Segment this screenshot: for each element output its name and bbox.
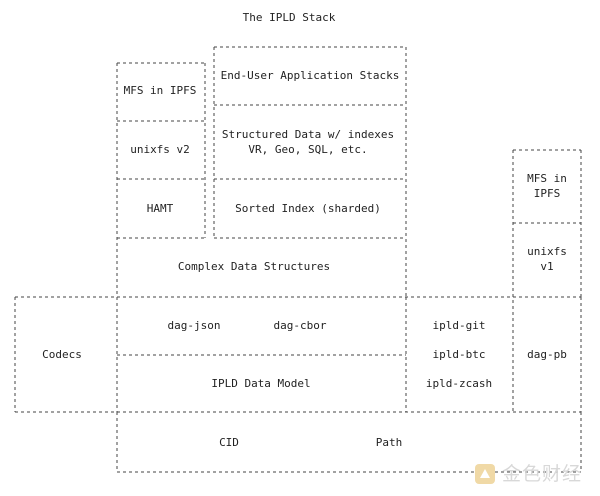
cid-label: CID [219, 436, 239, 449]
ipld-btc-label: ipld-btc [432, 348, 486, 361]
complex-data-structures-label: Complex Data Structures [177, 260, 331, 273]
mfs-in-ipfs-left-label: MFS in IPFS [123, 84, 197, 97]
codecs-label: Codecs [42, 348, 82, 361]
path-label: Path [375, 436, 403, 449]
mfs-in-ipfs-right-label-line1: MFS in [527, 172, 567, 185]
structured-data-label: Structured Data w/ indexes [221, 128, 395, 141]
watermark-logo-icon [475, 464, 495, 484]
structured-data-examples-label: VR, Geo, SQL, etc. [248, 143, 368, 156]
dag-json-label: dag-json [167, 319, 221, 332]
ipld-git-label: ipld-git [432, 319, 486, 332]
watermark-text: 金色财经 [502, 463, 583, 485]
unixfs-v1-label-line2: v1 [540, 260, 554, 273]
unixfs-v2-label: unixfs v2 [130, 143, 190, 156]
ipld-data-model-label: IPLD Data Model [211, 377, 311, 390]
mfs-in-ipfs-right-label-line2: IPFS [533, 187, 561, 200]
dag-cbor-label: dag-cbor [273, 319, 327, 332]
hamt-label: HAMT [146, 202, 174, 215]
sorted-index-label: Sorted Index (sharded) [235, 202, 381, 215]
end-user-stacks-label: End-User Application Stacks [220, 69, 400, 82]
ipld-zcash-label: ipld-zcash [425, 377, 493, 390]
dag-pb-label: dag-pb [527, 348, 567, 361]
unixfs-v1-label-line1: unixfs [527, 245, 567, 258]
diagram-title: The IPLD Stack [242, 11, 336, 24]
